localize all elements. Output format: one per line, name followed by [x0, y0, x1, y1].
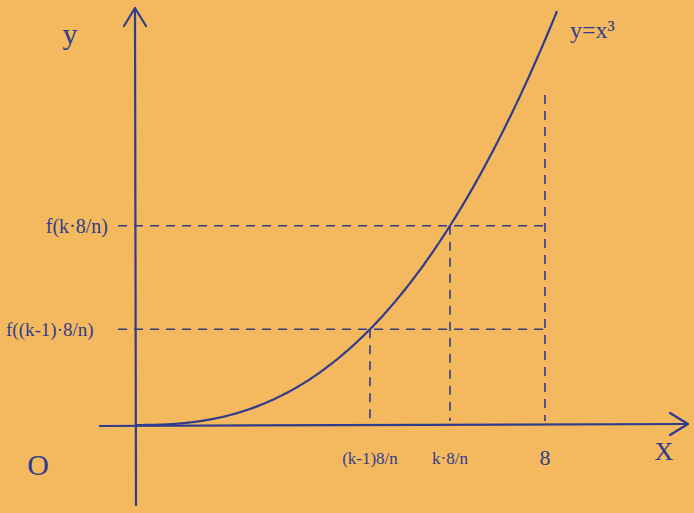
- axis-label: X: [655, 439, 674, 465]
- x-axis: [100, 424, 686, 426]
- guide-line: [369, 329, 371, 421]
- value-label: f((k-1)·8/n): [6, 320, 94, 339]
- x-axis-arrow: [670, 413, 688, 435]
- tick-label: k·8/n: [432, 450, 468, 467]
- tick-label: 8: [540, 447, 551, 469]
- axis-label: y: [63, 19, 78, 49]
- guide-line: [118, 328, 550, 330]
- guide-line: [544, 95, 546, 421]
- y-axis: [135, 10, 136, 505]
- tick-label: (k-1)8/n: [342, 450, 398, 467]
- guide-line: [118, 225, 550, 227]
- guide-line: [449, 226, 451, 421]
- origin-label: O: [27, 450, 49, 480]
- y-axis-arrow: [124, 8, 146, 26]
- cubic-curve: [135, 11, 557, 425]
- function-label: y=x³: [570, 18, 615, 42]
- value-label: f(k·8/n): [46, 216, 108, 236]
